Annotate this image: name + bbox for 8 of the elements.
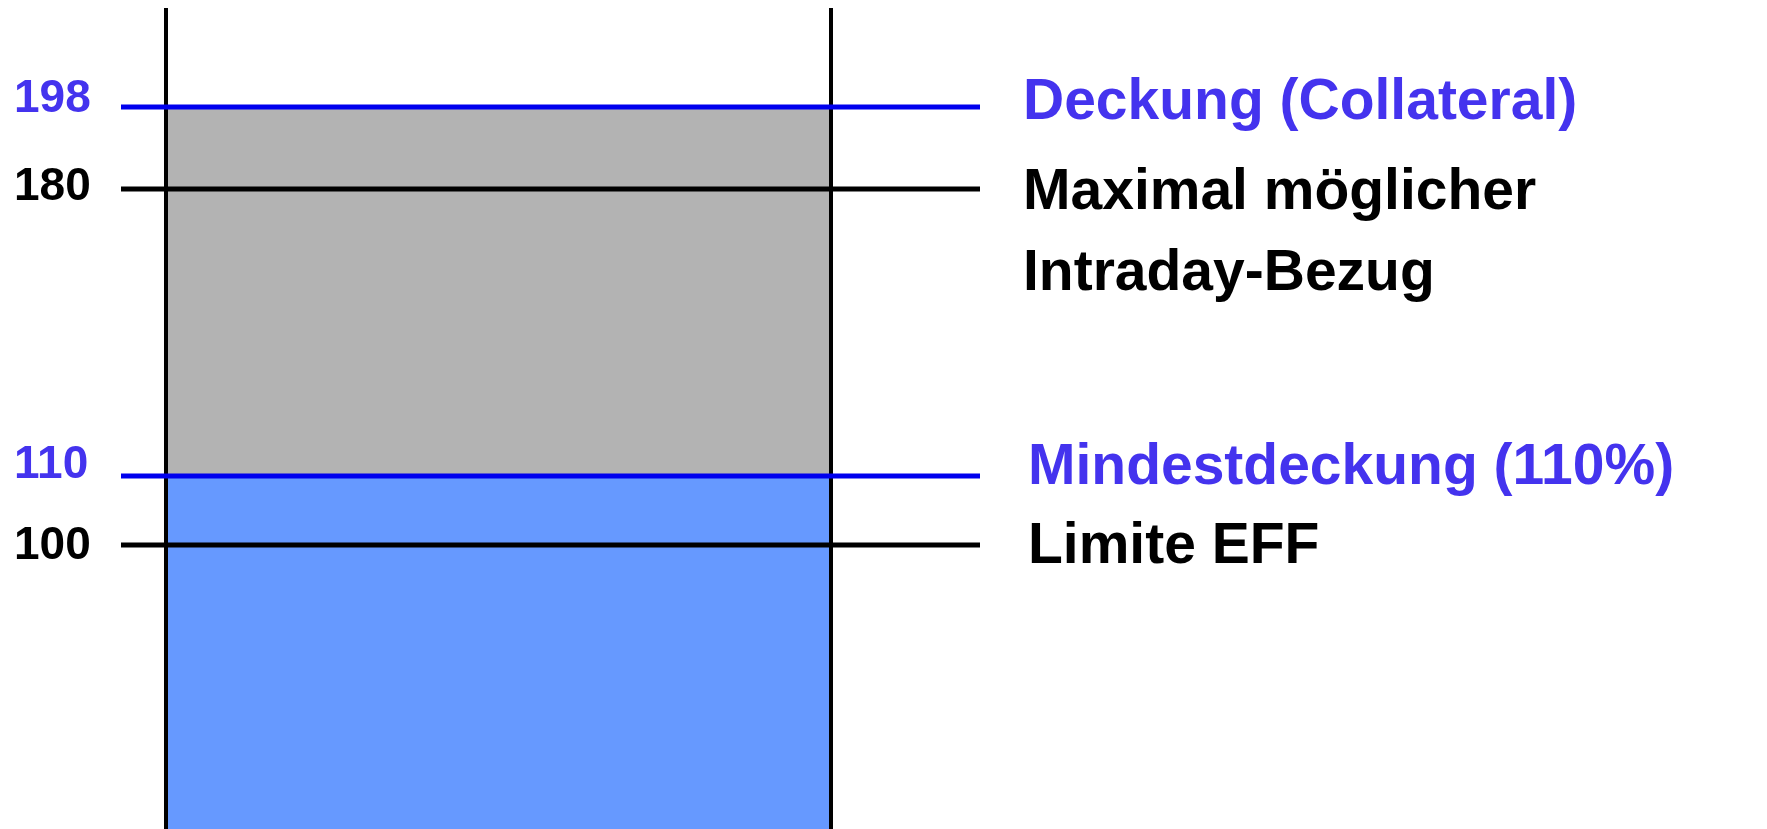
level-label: Mindestdeckung (110%) bbox=[1028, 431, 1675, 497]
level-value: 180 bbox=[14, 157, 91, 211]
level-label: Limite EFF bbox=[1028, 510, 1320, 576]
level-label: Deckung (Collateral) bbox=[1023, 66, 1578, 132]
level-value: 100 bbox=[14, 516, 91, 570]
level-value: 110 bbox=[14, 435, 89, 489]
level-label: Maximal möglicher Intraday-Bezug bbox=[1023, 156, 1538, 304]
level-value: 198 bbox=[14, 69, 91, 123]
